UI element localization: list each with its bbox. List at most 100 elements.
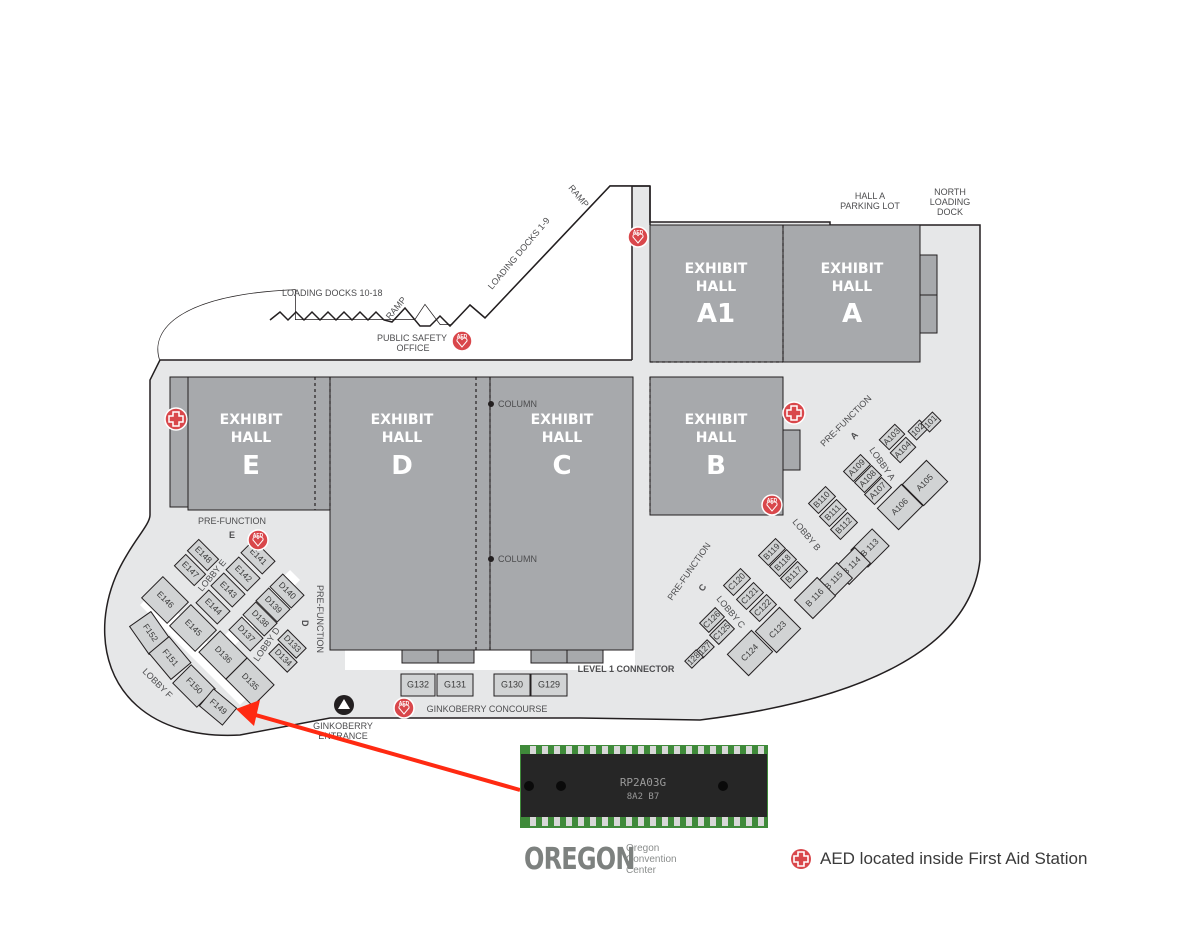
meeting-room-g131[interactable]: G131 <box>436 673 474 697</box>
exhibit-hall-a[interactable]: EXHIBIT HALL A <box>782 224 921 363</box>
aed-icon-text: AED <box>457 334 468 340</box>
meeting-room-g130[interactable]: G130 <box>493 673 531 697</box>
chip-pin <box>722 817 728 826</box>
meeting-room-c123[interactable]: C123 <box>754 606 802 654</box>
meeting-room-d140[interactable]: D140 <box>269 573 305 609</box>
meeting-room-f149[interactable]: F149 <box>198 688 238 726</box>
loading-docks-edge <box>269 185 650 328</box>
meeting-room-e145[interactable]: E145 <box>168 603 218 653</box>
exhibit-hall-c[interactable]: EXHIBIT HALL C <box>489 376 634 651</box>
exhibit-hall-e[interactable]: EXHIBIT HALL E <box>187 376 331 511</box>
chip-pin <box>602 746 608 755</box>
chip-pin <box>710 817 716 826</box>
room-shape <box>225 657 275 707</box>
meeting-room-e147[interactable]: E147 <box>173 553 207 587</box>
chip-marking: 8A2 B7 <box>627 792 660 802</box>
parking-lot-label: HALL A <box>855 191 885 201</box>
entrance-icon[interactable] <box>334 695 354 715</box>
aed-icon[interactable]: AED <box>627 226 649 248</box>
meeting-room-d137[interactable]: D137 <box>228 616 264 652</box>
aed-icon-text: AED <box>767 498 778 504</box>
aed-icon-text: AED <box>633 230 644 236</box>
chip-pin <box>674 817 680 826</box>
room-label: G132 <box>407 679 429 689</box>
room-shape <box>793 576 837 620</box>
chip-pin <box>626 746 632 755</box>
column-marker <box>488 401 494 407</box>
chip-pin <box>542 817 548 826</box>
chip-pin <box>566 817 572 826</box>
meeting-room-d135[interactable]: D135 <box>225 657 275 707</box>
service-rooms <box>401 649 604 664</box>
chip-pin <box>686 817 692 826</box>
room-shape <box>726 629 774 677</box>
meeting-room-f151[interactable]: F151 <box>148 635 192 681</box>
room-shape <box>210 572 246 608</box>
first-aid-cross-icon[interactable] <box>164 407 188 431</box>
room-shape <box>436 673 474 697</box>
chip-pin <box>674 746 680 755</box>
concourse-label: GINKOBERRY CONCOURSE <box>427 704 548 714</box>
chip-pin <box>650 746 656 755</box>
room-shape <box>269 573 305 609</box>
hall-label: HALL <box>696 430 736 446</box>
exhibit-hall-a1[interactable]: EXHIBIT HALL A1 <box>649 224 784 363</box>
prefunction-d-letter: D <box>300 620 310 627</box>
meeting-room-b116[interactable]: B 116 <box>793 576 837 620</box>
meeting-room-e142[interactable]: E142 <box>225 556 261 592</box>
meeting-room-a106[interactable]: A106 <box>876 483 924 531</box>
entrance-label: GINKOBERRY <box>313 721 373 731</box>
meeting-room-e143[interactable]: E143 <box>210 572 246 608</box>
hall-label: HALL <box>832 279 872 295</box>
room-shape <box>168 603 218 653</box>
hall-label: EXHIBIT <box>685 412 748 428</box>
hall-label: EXHIBIT <box>821 261 884 277</box>
chip-pin <box>734 746 740 755</box>
chip-pin <box>614 746 620 755</box>
room-shape <box>140 575 190 625</box>
meeting-room-d136[interactable]: D136 <box>198 630 248 680</box>
room-shape <box>901 459 949 507</box>
chip-pin <box>638 817 644 826</box>
hall-b-annex <box>782 429 801 471</box>
hall-label: HALL <box>382 430 422 446</box>
chip-pin <box>626 817 632 826</box>
meeting-room-a105[interactable]: A105 <box>901 459 949 507</box>
oregon-convention-center-logo: OREGON Oregon Convention Center <box>524 842 677 877</box>
exhibit-hall-b[interactable]: EXHIBIT HALL B <box>649 376 784 516</box>
meeting-room-g129[interactable]: G129 <box>530 673 568 697</box>
meeting-room-e148[interactable]: E148 <box>186 538 220 572</box>
ramp-label: RAMP <box>566 183 590 209</box>
meeting-room-d138[interactable]: D138 <box>242 601 278 637</box>
meeting-room-g132[interactable]: G132 <box>400 673 436 697</box>
meeting-room-e141[interactable]: E141 <box>240 539 276 575</box>
aed-icon[interactable]: AED <box>247 529 269 551</box>
meeting-room-d139[interactable]: D139 <box>255 587 291 623</box>
meeting-room-e146[interactable]: E146 <box>140 575 190 625</box>
meeting-room-e144[interactable]: E144 <box>195 589 231 625</box>
room-label: G131 <box>444 679 466 689</box>
chip-pin <box>746 746 752 755</box>
first-aid-cross-icon[interactable] <box>782 401 806 425</box>
room-shape <box>148 635 192 681</box>
room-shape <box>889 436 917 464</box>
exhibit-hall-d[interactable]: EXHIBIT HALL D <box>329 376 491 651</box>
chip-pin <box>530 817 536 826</box>
chip-pin <box>698 746 704 755</box>
hall-label: HALL <box>231 430 271 446</box>
aed-icon[interactable]: AED <box>393 697 415 719</box>
room-shape <box>225 556 261 592</box>
meeting-room-c124[interactable]: C124 <box>726 629 774 677</box>
room-shape <box>684 649 704 669</box>
aed-icon[interactable]: AED <box>761 494 783 516</box>
room-shape <box>829 511 859 541</box>
room-shape <box>842 453 872 483</box>
north-dock-label: LOADING <box>930 197 971 207</box>
logo-wordmark: OREGON <box>524 842 635 877</box>
aed-icon[interactable]: AED <box>451 330 473 352</box>
room-shape <box>493 673 531 697</box>
room-shape <box>876 483 924 531</box>
chip-pin <box>722 746 728 755</box>
chip-pin <box>710 746 716 755</box>
